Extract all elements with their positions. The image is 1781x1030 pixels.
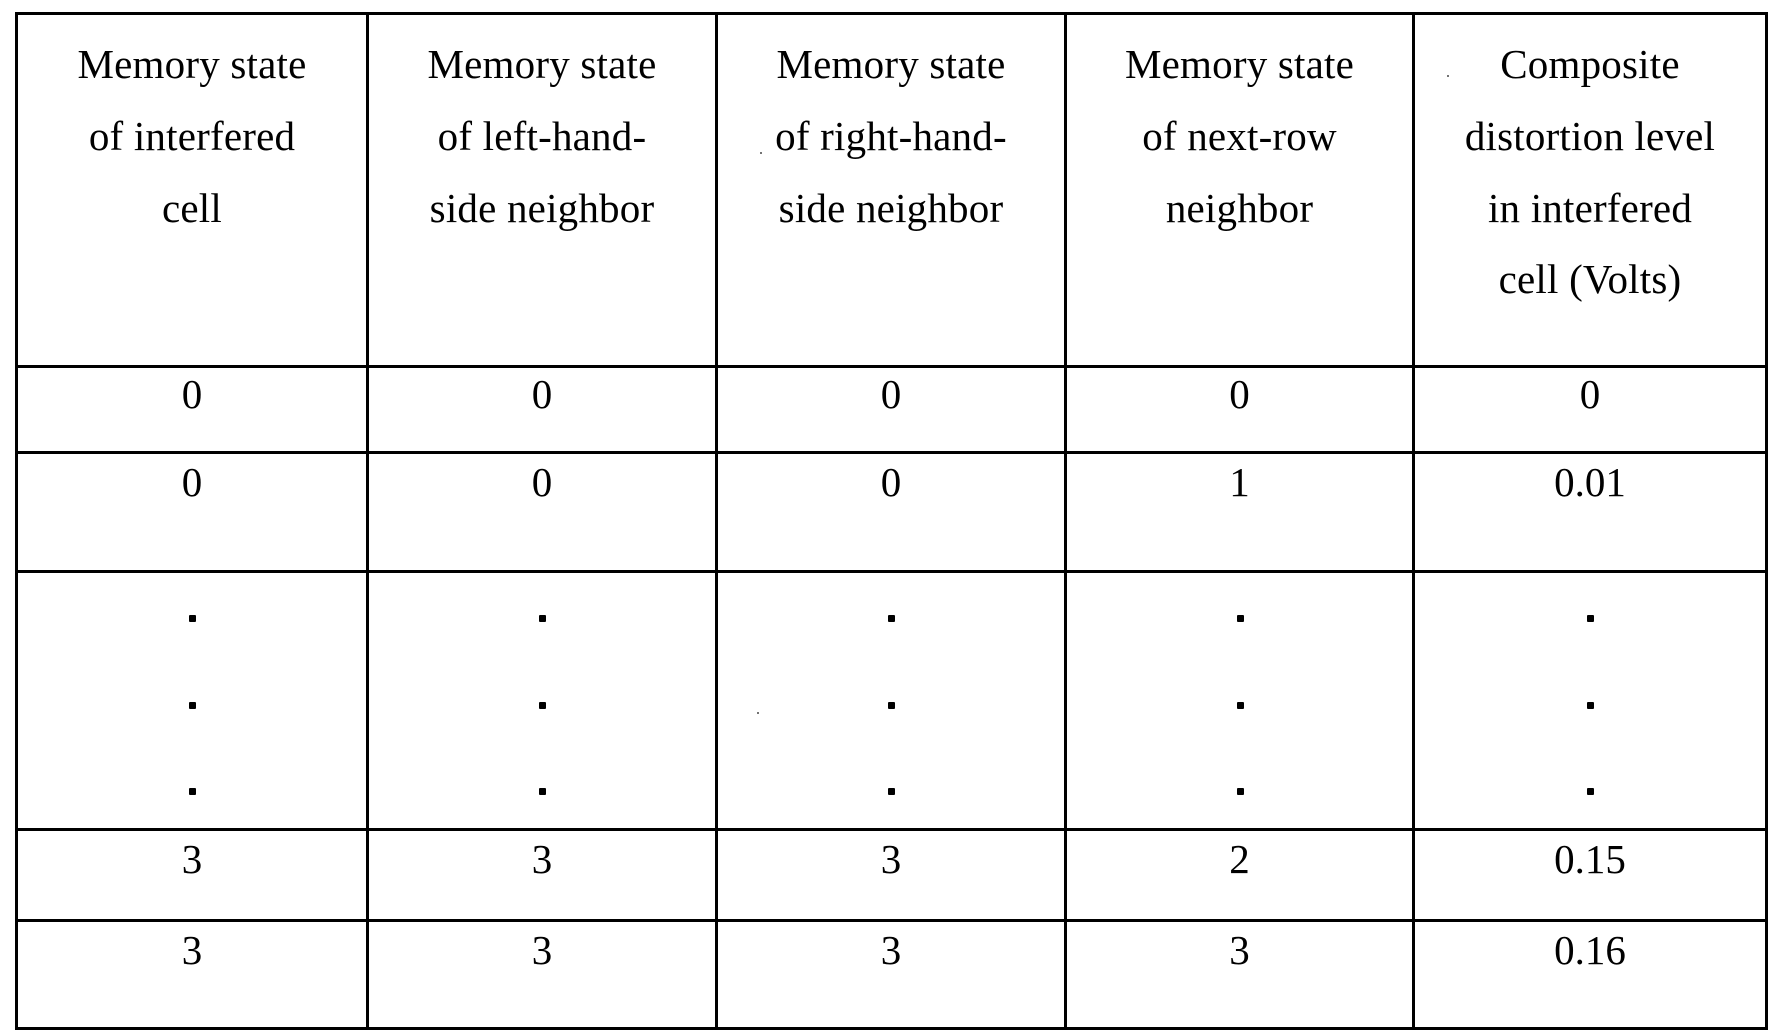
table-row: 3 3 3 2 0.15 <box>15 828 1768 922</box>
header-line: cell <box>162 184 222 231</box>
header-line: Memory state <box>776 41 1006 87</box>
table-row: 0 0 0 0 0 <box>15 365 1768 454</box>
table-cell-ellipsis <box>715 570 1067 831</box>
table-row-ellipsis <box>15 570 1768 831</box>
table-cell: 0 <box>1412 365 1768 454</box>
header-line: distortion level <box>1464 112 1716 159</box>
cell-value: 0 <box>1229 371 1250 417</box>
table-cell: 3 <box>366 828 718 922</box>
cell-value: 0.15 <box>1554 836 1626 882</box>
column-header-right-neighbor: Memory state of right-hand- side neighbo… <box>715 12 1067 368</box>
table-cell: 0.16 <box>1412 919 1768 1030</box>
table-row: 0 0 0 1 0.01 <box>15 451 1768 573</box>
vertical-ellipsis-icon <box>718 573 1064 828</box>
cell-value: 0.16 <box>1554 927 1626 973</box>
column-header-composite-distortion: Composite distortion level in interfered… <box>1412 12 1768 368</box>
column-header-interfered-cell: Memory state of interfered cell <box>15 12 369 368</box>
table-cell: 3 <box>15 828 369 922</box>
cell-value: 0.01 <box>1554 459 1626 505</box>
cell-value: 3 <box>531 836 553 882</box>
header-line: of right-hand- <box>775 112 1007 159</box>
cell-value: 2 <box>1229 836 1250 882</box>
column-header-left-neighbor: Memory state of left-hand- side neighbor <box>366 12 718 368</box>
table-cell: 3 <box>366 919 718 1030</box>
table-cell: 3 <box>715 828 1067 922</box>
cell-value: 3 <box>531 927 553 973</box>
cell-value: 0 <box>880 459 902 505</box>
cell-value: 3 <box>1229 927 1250 973</box>
header-line: in interfered <box>1487 184 1693 231</box>
cell-value: 3 <box>181 927 203 973</box>
distortion-level-table: Memory state of interfered cell Memory s… <box>15 12 1768 1030</box>
header-line: Composite <box>1500 41 1680 87</box>
cell-value: 0 <box>531 371 553 417</box>
cell-value: 3 <box>880 836 902 882</box>
scan-speck <box>760 152 762 154</box>
table-cell: 3 <box>715 919 1067 1030</box>
header-line: Memory state <box>1125 41 1354 87</box>
table-cell: 0 <box>366 451 718 573</box>
scan-speck <box>757 712 759 714</box>
table-cell: 0 <box>15 365 369 454</box>
header-line: side neighbor <box>778 184 1004 231</box>
cell-value: 0 <box>181 371 203 417</box>
cell-value: 3 <box>880 927 902 973</box>
header-line: Memory state <box>77 41 307 87</box>
cell-value: 0 <box>880 371 902 417</box>
distortion-level-table-figure: Memory state of interfered cell Memory s… <box>15 12 1768 1030</box>
table-cell: 0.15 <box>1412 828 1768 922</box>
table-cell-ellipsis <box>15 570 369 831</box>
column-header-next-row-neighbor: Memory state of next-row neighbor <box>1064 12 1415 368</box>
table-cell: 0 <box>366 365 718 454</box>
table-cell-ellipsis <box>366 570 718 831</box>
cell-value: 3 <box>181 836 203 882</box>
vertical-ellipsis-icon <box>18 573 366 828</box>
table-header-row: Memory state of interfered cell Memory s… <box>15 12 1768 368</box>
table-cell: 0 <box>715 451 1067 573</box>
cell-value: 1 <box>1229 459 1250 505</box>
scan-speck <box>1447 75 1449 77</box>
header-line: of left-hand- <box>437 112 647 159</box>
cell-value: 0 <box>531 459 553 505</box>
table-cell: 0 <box>1064 365 1415 454</box>
table-row: 3 3 3 3 0.16 <box>15 919 1768 1030</box>
table-cell-ellipsis <box>1064 570 1415 831</box>
header-line: side neighbor <box>429 184 655 231</box>
cell-value: 0 <box>1579 371 1601 417</box>
header-line: of interfered <box>88 112 296 159</box>
table-cell: 3 <box>1064 919 1415 1030</box>
table-cell: 3 <box>15 919 369 1030</box>
header-line: of next-row <box>1142 112 1337 159</box>
table-cell: 0 <box>15 451 369 573</box>
table-cell: 2 <box>1064 828 1415 922</box>
cell-value: 0 <box>181 459 203 505</box>
vertical-ellipsis-icon <box>1415 573 1765 828</box>
table-cell: 1 <box>1064 451 1415 573</box>
vertical-ellipsis-icon <box>1067 573 1412 828</box>
header-line: cell (Volts) <box>1498 256 1682 303</box>
header-line: neighbor <box>1165 184 1314 231</box>
table-cell: 0.01 <box>1412 451 1768 573</box>
table-cell: 0 <box>715 365 1067 454</box>
table-cell-ellipsis <box>1412 570 1768 831</box>
header-line: Memory state <box>427 41 657 87</box>
vertical-ellipsis-icon <box>369 573 715 828</box>
